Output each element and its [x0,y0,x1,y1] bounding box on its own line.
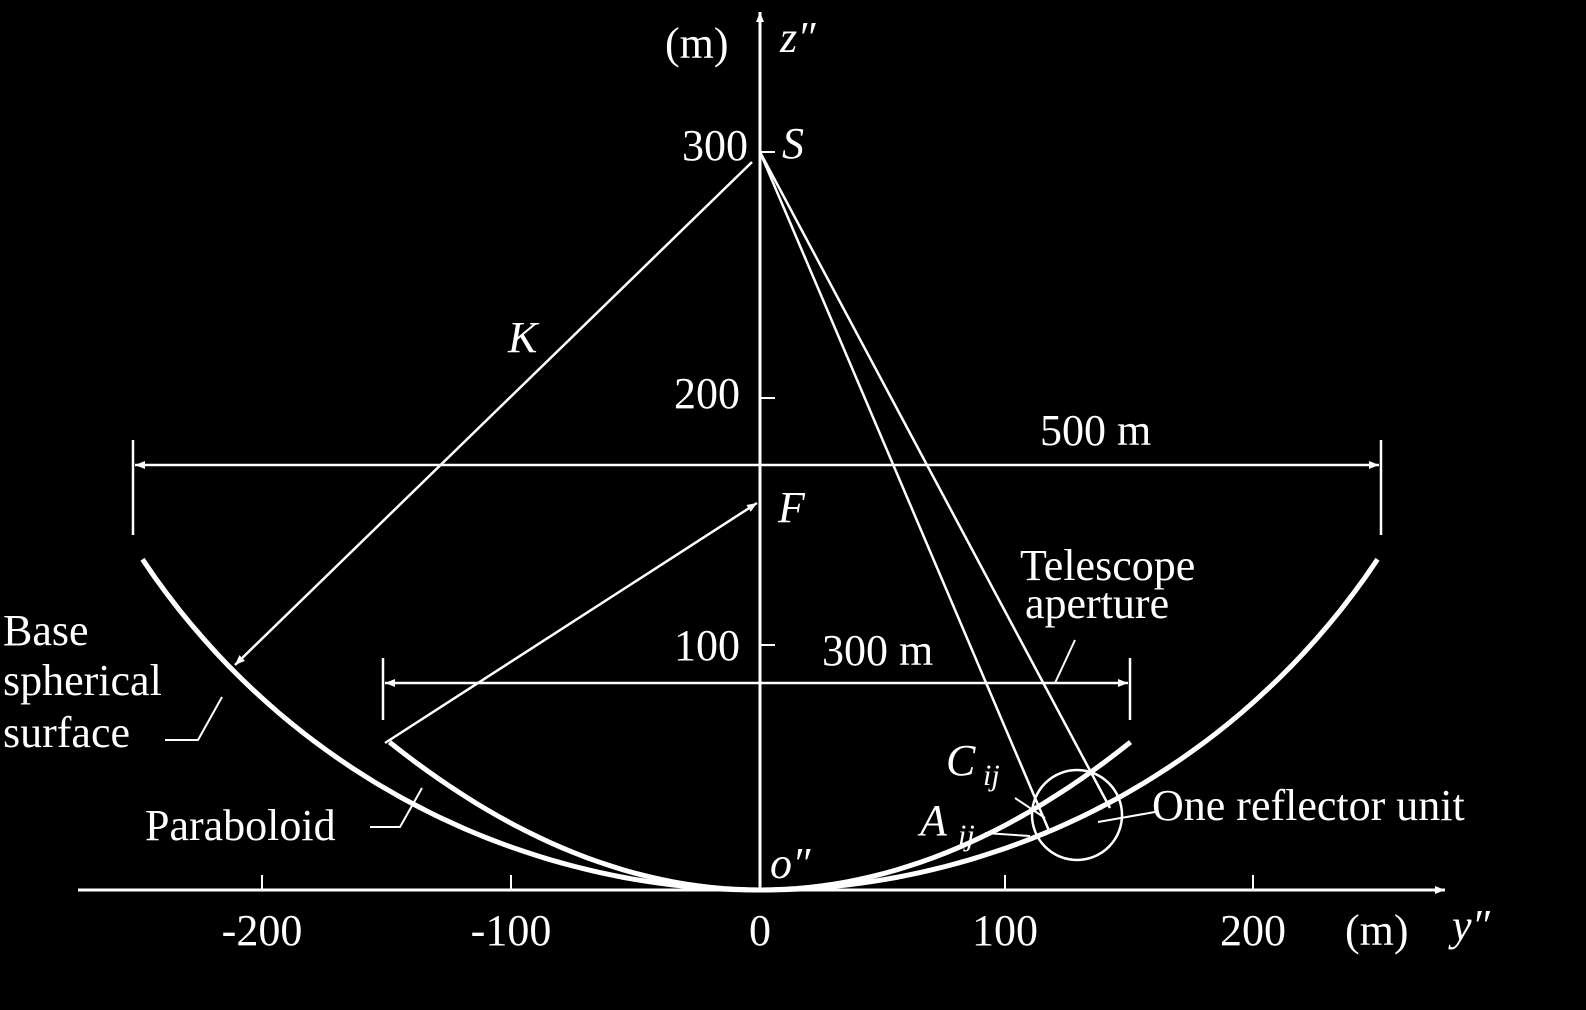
reflector-unit-label: One reflector unit [1152,781,1465,830]
y-tick-label: 200 [1220,906,1286,955]
paraboloid-leader [370,787,423,828]
point-c-subscript: ij [983,759,1000,792]
z-unit-label: (m) [665,19,729,68]
reflector-unit-leader [1097,811,1156,823]
base-surface-label-3: surface [3,708,130,757]
a-leader [984,832,1031,837]
y-tick-label: 0 [749,906,771,955]
ray-s-to-c [758,151,1112,809]
c-leader [1014,797,1046,819]
z-tick-label: 100 [674,621,740,670]
outer-dim-label: 500 m [1040,406,1151,455]
point-s-label: S [782,119,804,168]
telescope-aperture-leader [1054,639,1076,684]
point-f-label: F [777,483,806,532]
origin-label: o″ [770,839,811,888]
base-surface-label-2: spherical [3,656,162,705]
radius-k-line [234,161,753,666]
paraboloid-curve [387,740,1133,893]
point-a-label: A [917,796,948,845]
telescope-aperture-label-1: Telescope [1020,541,1195,590]
paraboloid-label: Paraboloid [145,801,336,850]
telescope-aperture-label-2: aperture [1025,579,1169,628]
z-tick-label: 300 [682,121,748,170]
z-tick-label: 200 [674,369,740,418]
point-a-subscript: ij [958,819,975,852]
y-tick-label: -200 [222,906,303,955]
inner-dim-label: 300 m [822,626,933,675]
z-axis-label: z″ [779,13,816,62]
base-surface-leader [165,696,223,741]
point-c-label: C [946,736,976,785]
y-unit-label: (m) [1345,906,1409,955]
ray-s-to-a [758,151,1052,834]
z-axis-ticks [760,151,775,646]
y-tick-label: 100 [972,906,1038,955]
y-axis-ticks [261,875,1254,890]
point-k-label: K [507,313,540,362]
focus-ray [384,501,758,745]
y-tick-label: -100 [471,906,552,955]
reflector-unit-circle [1030,768,1124,862]
base-surface-label-1: Base [3,606,89,655]
y-axis-label: y″ [1448,901,1491,950]
